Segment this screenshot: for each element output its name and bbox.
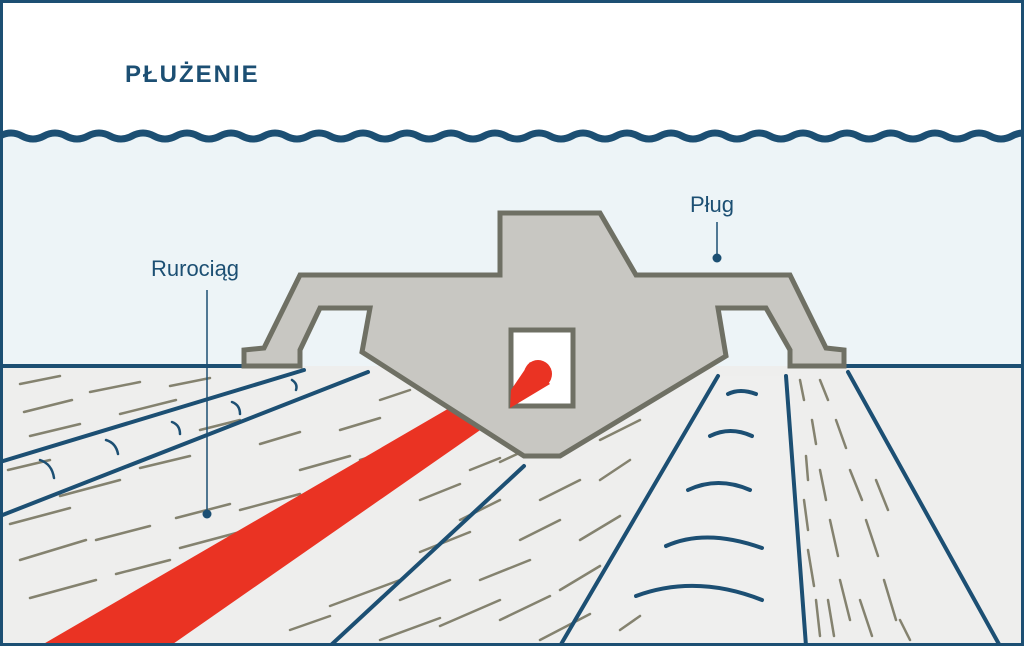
furrow-line-6 xyxy=(846,370,1002,646)
sediment-stroke xyxy=(810,418,818,446)
sediment-stroke xyxy=(618,614,642,632)
sediment-stroke xyxy=(8,506,72,526)
sediment-stroke xyxy=(328,578,402,608)
sediment-stroke xyxy=(418,482,462,502)
sediment-stroke xyxy=(818,378,830,402)
sediment-stroke xyxy=(558,564,602,592)
sediment-stroke xyxy=(838,578,852,622)
trench-floor xyxy=(560,376,810,646)
sediment-stroke xyxy=(28,422,82,438)
wave-line xyxy=(0,129,1024,143)
sediment-stroke xyxy=(118,398,178,416)
sediment-stroke xyxy=(802,498,810,532)
pipeline xyxy=(40,360,552,646)
sediment-stroke xyxy=(538,478,582,502)
furrow-lines xyxy=(0,368,1002,646)
sediment-stroke xyxy=(882,578,898,622)
furrow-line-2 xyxy=(0,370,370,518)
sediment-stroke xyxy=(818,468,828,502)
sediment-stroke xyxy=(258,430,302,446)
sediment-stroke xyxy=(28,578,98,600)
sediment-stroke xyxy=(288,614,332,632)
pipeline-tip-segment xyxy=(510,362,550,408)
plow-label: Pług xyxy=(690,192,734,217)
plow-leader-dot xyxy=(712,253,722,263)
sediment-hatching xyxy=(6,374,912,642)
sediment-stroke xyxy=(798,378,806,402)
furrow-line-5 xyxy=(784,374,808,646)
sediment-stroke xyxy=(18,538,88,562)
furrow-line-1 xyxy=(0,368,306,464)
sediment-stroke xyxy=(814,598,822,638)
sediment-stroke xyxy=(864,518,880,558)
sediment-stroke xyxy=(378,388,412,402)
sediment-stroke xyxy=(178,530,242,550)
sediment-stroke xyxy=(298,454,352,472)
top-band xyxy=(0,0,1024,140)
sediment-stroke xyxy=(378,616,442,642)
diagram-title: PŁUŻENIE xyxy=(125,61,260,88)
sediment-stroke xyxy=(874,478,890,512)
sediment-stroke xyxy=(518,518,562,542)
sediment-stroke xyxy=(828,518,840,558)
sediment-stroke xyxy=(858,598,874,638)
sediment-stroke xyxy=(578,514,622,542)
left-furrow-hooks xyxy=(38,378,298,480)
sediment-stroke xyxy=(438,598,502,628)
sediment-stroke xyxy=(598,418,642,442)
sediment-stroke xyxy=(598,458,632,482)
sediment-stroke xyxy=(58,478,122,498)
sediment-stroke xyxy=(848,468,864,502)
sediment-stroke xyxy=(538,612,592,642)
sediment-stroke xyxy=(114,558,172,576)
sediment-stroke xyxy=(18,374,62,386)
pipeline-label: Rurociąg xyxy=(151,256,239,281)
sediment-stroke xyxy=(88,380,142,394)
leader-lines xyxy=(206,222,718,512)
furrow-line-3 xyxy=(328,464,526,646)
sediment-stroke xyxy=(804,454,810,482)
sediment-stroke xyxy=(94,524,152,542)
trench-arcs xyxy=(634,389,764,602)
sediment-stroke xyxy=(338,416,382,432)
sediment-stroke xyxy=(468,456,502,472)
sediment-stroke xyxy=(806,548,816,588)
sediment-stroke xyxy=(174,502,232,520)
sediment-stroke xyxy=(22,398,74,414)
furrow-line-4 xyxy=(558,374,720,646)
sediment-stroke xyxy=(498,594,552,622)
sediment-stroke xyxy=(168,376,212,388)
sediment-stroke xyxy=(826,598,836,638)
sediment-stroke xyxy=(478,558,532,582)
sediment-stroke xyxy=(398,578,452,602)
sediment-stroke xyxy=(138,454,192,470)
sediment-stroke xyxy=(898,618,912,642)
pipeline-leader-dot xyxy=(202,509,212,519)
sediment-stroke xyxy=(238,492,302,512)
sediment-stroke xyxy=(834,418,848,450)
